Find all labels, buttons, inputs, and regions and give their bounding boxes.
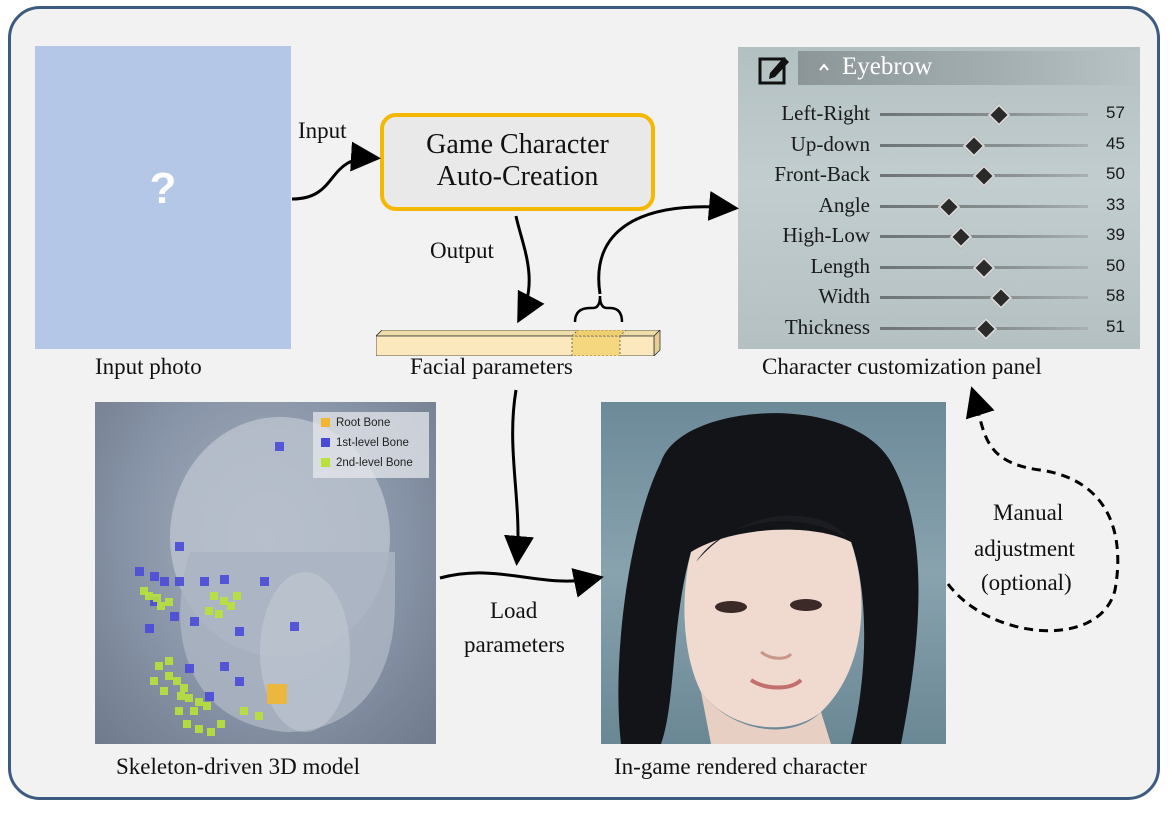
arrow-parameters-to-panel	[599, 207, 733, 294]
arrow-manual-adjustment	[948, 392, 1118, 631]
brace-highlight	[575, 296, 622, 322]
arrow-box-to-parameters	[516, 216, 529, 318]
arrow-parameters-to-render	[513, 390, 518, 560]
arrow-model-to-render	[440, 573, 598, 581]
arrow-input-to-box	[292, 158, 375, 199]
